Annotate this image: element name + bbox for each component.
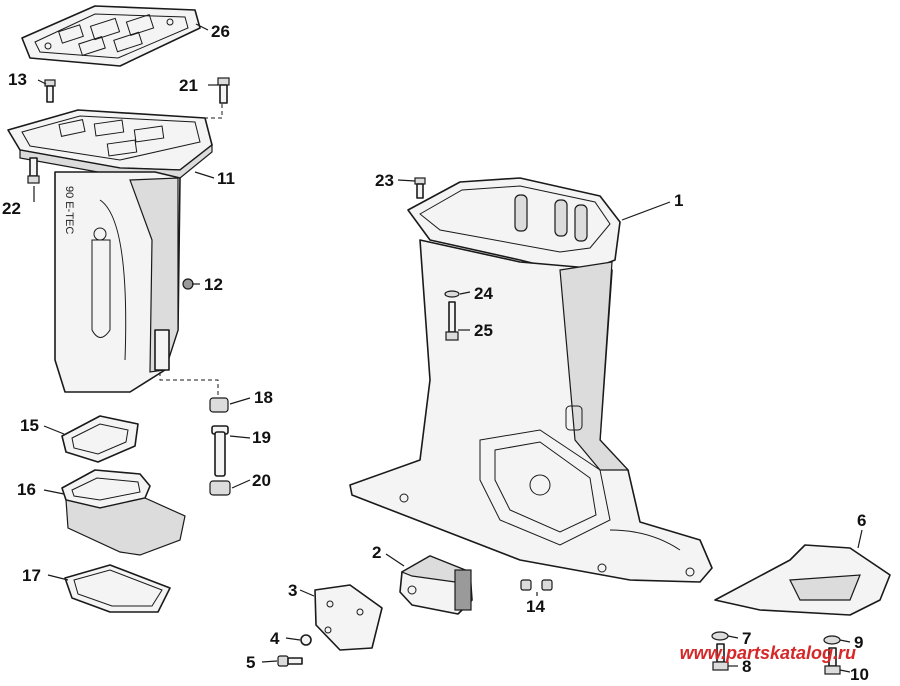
adapter-marking: 90 E-TEC	[63, 186, 75, 234]
screw-part-23[interactable]	[414, 177, 426, 199]
callout-13: 13	[8, 70, 27, 89]
callout-14: 14	[526, 597, 545, 616]
cover-part-3[interactable]	[314, 584, 383, 651]
callout-12: 12	[204, 275, 223, 294]
callout-labels: 26 13 21 11 22 12 23 1 24 25 18 19 20 15…	[2, 22, 869, 684]
callout-16: 16	[17, 480, 36, 499]
plate-part-6[interactable]	[714, 544, 891, 616]
callout-8: 8	[742, 657, 751, 676]
callout-17: 17	[22, 566, 41, 585]
nut-part-14[interactable]	[520, 579, 553, 591]
callout-25: 25	[474, 321, 493, 340]
exhaust-housing-part-16[interactable]	[61, 469, 186, 556]
callout-11: 11	[217, 169, 235, 188]
callout-1: 1	[674, 191, 683, 210]
seal-part-15[interactable]	[61, 415, 139, 463]
callout-3: 3	[288, 581, 297, 600]
washer-part-4[interactable]	[300, 634, 312, 646]
callout-18: 18	[254, 388, 273, 407]
callout-20: 20	[252, 471, 271, 490]
washer-part-7[interactable]	[711, 631, 729, 641]
callout-22: 22	[2, 199, 21, 218]
leader-lines	[33, 23, 863, 673]
grommet-part-20[interactable]	[209, 480, 231, 496]
grommet-part-18[interactable]	[209, 397, 229, 413]
callout-7: 7	[742, 629, 751, 648]
bolt-part-25[interactable]	[445, 301, 459, 341]
washer-part-24[interactable]	[444, 290, 460, 298]
callout-26: 26	[211, 22, 230, 41]
gasket-part-26[interactable]	[21, 5, 201, 67]
screw-part-5[interactable]	[277, 655, 303, 667]
callout-19: 19	[252, 428, 271, 447]
gasket-part-17[interactable]	[64, 564, 171, 613]
callout-5: 5	[246, 653, 255, 672]
callout-21: 21	[179, 76, 198, 95]
callout-9: 9	[854, 633, 863, 652]
watermark-text[interactable]: www.partskatalog.ru	[679, 643, 856, 663]
callout-15: 15	[20, 416, 39, 435]
exhaust-adapter-part-11[interactable]: 90 E-TEC	[7, 109, 213, 393]
mount-part-2[interactable]	[399, 555, 473, 615]
tube-part-19[interactable]	[211, 425, 229, 477]
screw-part-21[interactable]	[217, 77, 230, 104]
callout-24: 24	[474, 284, 493, 303]
callout-10: 10	[850, 665, 869, 684]
callout-23: 23	[375, 171, 394, 190]
screw-part-22[interactable]	[27, 157, 40, 184]
callout-4: 4	[270, 629, 280, 648]
screw-part-13[interactable]	[44, 79, 56, 103]
callout-6: 6	[857, 511, 866, 530]
driveshaft-housing-part-1[interactable]	[349, 177, 713, 583]
plug-part-12[interactable]	[182, 278, 194, 290]
callout-2: 2	[372, 543, 381, 562]
